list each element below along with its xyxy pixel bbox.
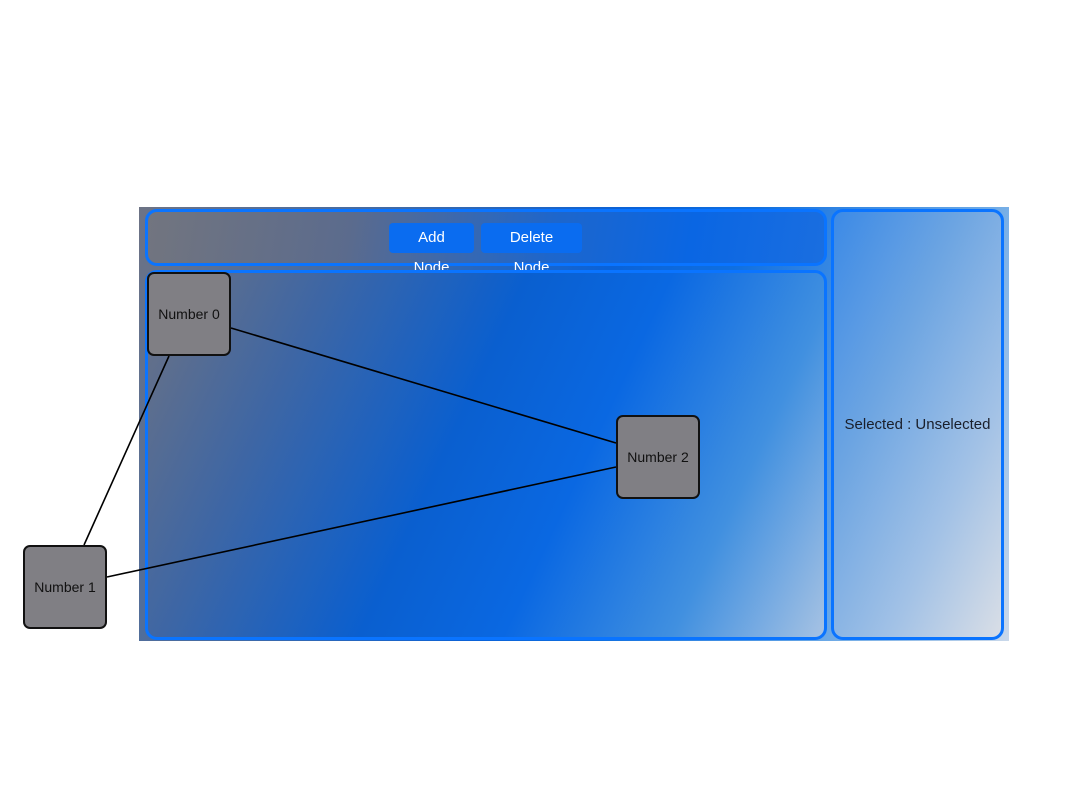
graph-node-number-0[interactable]: Number 0 xyxy=(147,272,231,356)
selection-sidebar: Selected : Unselected xyxy=(831,209,1004,640)
graph-canvas[interactable] xyxy=(145,270,827,640)
graph-node-number-1[interactable]: Number 1 xyxy=(23,545,107,629)
graph-node-number-2[interactable]: Number 2 xyxy=(616,415,700,499)
delete-node-button[interactable]: Delete Node xyxy=(481,223,582,276)
add-node-button[interactable]: Add Node xyxy=(389,223,474,276)
selected-status-label: Selected : Unselected xyxy=(844,416,991,433)
